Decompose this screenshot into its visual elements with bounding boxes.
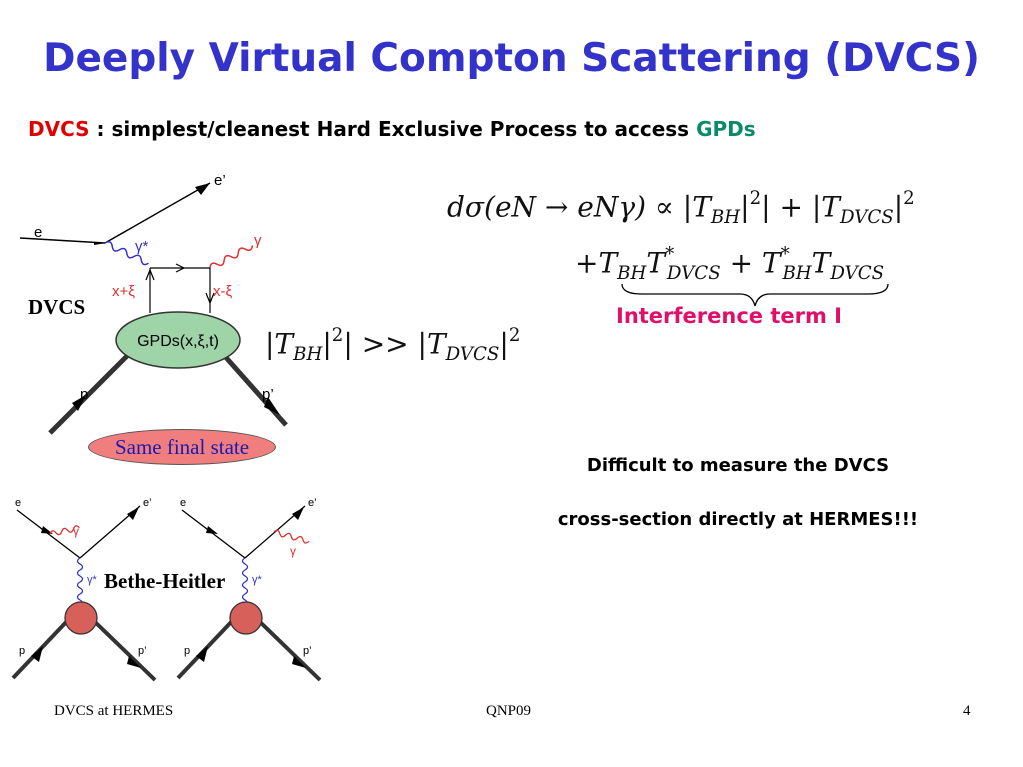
dvcs-virtual-photon [104,240,149,266]
bh1-virtual-photon [76,557,84,607]
difficulty-line-2: cross-section directly at HERMES!!! [557,509,919,530]
difficulty-line-1: Difficult to measure the DVCS [586,455,890,476]
bh1-e-out-label: e’ [143,497,152,509]
slide-title: Deeply Virtual Compton Scattering (DVCS) [43,36,980,81]
dvcs-p-in-label: p [80,386,88,403]
dvcs-feynman-diagram: e e’ γ* γ x+ξ x-ξ p p’ GPDs(x,ξ,t) [20,172,288,435]
bh2-virtual-photon [241,557,249,607]
bh2-gamma-star-label: γ* [252,574,263,586]
subtitle-dvcs: DVCS [28,117,90,141]
bh2-gamma-label: γ [290,544,296,558]
page-number: 4 [963,703,971,719]
footer-left: DVCS at HERMES [54,703,174,719]
footer-center: QNP09 [486,703,532,719]
bh1-gamma-label: γ [73,524,79,538]
bh1-p-in-label: p [19,645,25,657]
bh2-p-in-label: p [184,645,190,657]
dvcs-gamma-label: γ [254,232,262,249]
dvcs-gamma-star-label: γ* [135,238,149,255]
bh2-real-photon [273,529,310,544]
bh1-proton-blob [64,601,98,635]
dvcs-electron-out-arrow [195,183,210,195]
slide-subtitle: DVCS : simplest/cleanest Hard Exclusive … [28,117,756,141]
dvcs-x-plus-label: x+ξ [112,283,135,300]
interference-term-label: Interference term I [616,304,842,328]
gpd-blob-label: GPDs(x,ξ,t) [137,333,219,350]
dvcs-p-out-label: p’ [262,386,274,403]
dvcs-real-photon [209,245,254,269]
bh2-e-in-label: e [180,497,186,509]
dvcs-e-out-label: e’ [214,172,226,189]
bh-dominance-equation: |TBH|2| >> |TDVCS|2 [265,325,521,366]
bh1-e-in-label: e [15,497,21,509]
dvcs-proton-in [48,351,132,435]
bh1-real-photon [49,525,80,536]
dvcs-electron-in-line [20,237,106,244]
bh1-p-out-label: p’ [138,645,147,657]
bh2-proton-blob [229,601,263,635]
gpd-blob [115,311,241,369]
dvcs-x-minus-label: x-ξ [213,283,232,300]
dvcs-electron-in-arrow [94,242,106,245]
dvcs-electron-out-line [104,182,211,244]
bh1-gamma-star-label: γ* [87,574,98,586]
dvcs-diagram-label: DVCS [28,295,86,319]
bh2-p-out-label: p’ [303,645,312,657]
bethe-heitler-label: Bethe-Heitler [104,569,226,593]
cross-section-equation: dσ(eN → eNγ) ∝ |TBH|2| + |TDVCS|2 [447,188,915,229]
interference-equation: +TBHT*DVCS + T*BHTDVCS [575,244,885,285]
same-final-state-badge: Same final state [88,429,276,465]
bh2-e-out-label: e’ [308,497,317,509]
bh-diagram-1: e e’ γ γ* p p’ [11,497,157,682]
subtitle-middle: : simplest/cleanest Hard Exclusive Proce… [89,117,697,141]
interference-brace [621,283,889,307]
bh-diagram-2: e e’ γ γ* p p’ [176,497,322,682]
dvcs-proton-out [220,351,288,427]
dvcs-e-in-label: e [34,224,42,241]
subtitle-gpds: GPDs [696,117,756,141]
